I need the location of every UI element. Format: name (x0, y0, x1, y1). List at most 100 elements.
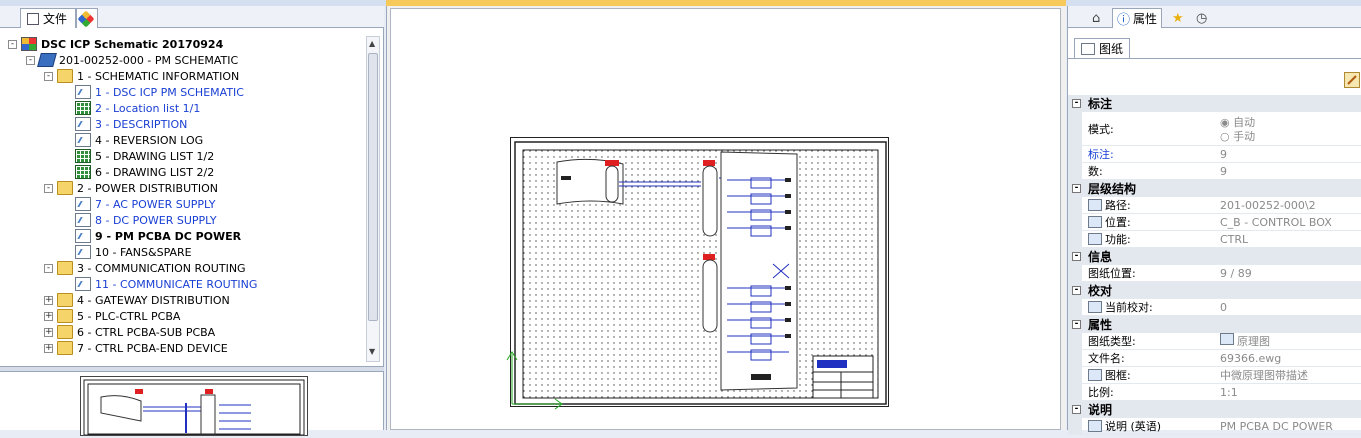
mode-manual-radio[interactable]: ○ 手动 (1220, 130, 1256, 143)
tree-scrollbar[interactable]: ▲ ▼ (366, 36, 380, 362)
folder-icon (57, 69, 73, 83)
tree-item[interactable]: +4 - GATEWAY DISTRIBUTION (44, 292, 230, 308)
collapse-toggle-icon[interactable]: - (44, 71, 53, 81)
property-value[interactable]: 原理图 (1220, 333, 1270, 349)
property-value[interactable]: 中微原理图带描述 (1220, 367, 1308, 383)
property-value[interactable]: 9 (1220, 148, 1227, 161)
property-key: 图框: (1088, 367, 1131, 383)
document-tab-strip[interactable] (386, 0, 1066, 6)
property-row[interactable]: 说明 (英语)PM PCBA DC POWER (1068, 418, 1361, 435)
row-gutter (1068, 384, 1082, 400)
property-section-header[interactable]: -标注 (1068, 95, 1361, 112)
property-value-text: 中微原理图带描述 (1220, 369, 1308, 382)
folder-icon (57, 309, 73, 323)
panel-splitter[interactable] (0, 366, 384, 372)
info-icon: ⓘ (1117, 13, 1131, 28)
property-row[interactable]: 文件名:69366.ewg (1068, 350, 1361, 367)
property-row[interactable]: 模式:◉ 自动○ 手动 (1068, 112, 1361, 146)
collapse-toggle-icon[interactable]: - (1072, 184, 1081, 193)
property-key-label: 路径: (1105, 199, 1131, 212)
tree-item[interactable]: 4 - REVERSION LOG (62, 132, 203, 148)
collapse-toggle-icon[interactable]: - (1072, 252, 1081, 261)
property-value[interactable]: C_B - CONTROL BOX (1220, 216, 1332, 229)
tab-star[interactable]: ★ (1168, 8, 1188, 28)
property-row[interactable]: 位置:C_B - CONTROL BOX (1068, 214, 1361, 231)
scroll-up-arrow[interactable]: ▲ (369, 39, 376, 48)
tree-item[interactable]: 5 - DRAWING LIST 1/2 (62, 148, 214, 164)
tab-home[interactable]: ⌂ (1088, 8, 1104, 28)
collapse-toggle-icon[interactable]: - (1072, 405, 1081, 414)
tree-item[interactable]: -3 - COMMUNICATION ROUTING (44, 260, 246, 276)
property-value[interactable]: 9 (1220, 165, 1227, 178)
property-row[interactable]: 功能:CTRL (1068, 231, 1361, 248)
edit-pencil-icon[interactable] (1344, 72, 1360, 88)
expand-toggle-icon[interactable]: + (44, 342, 53, 353)
tree-item-label: 7 - CTRL PCBA-END DEVICE (77, 341, 228, 355)
property-row[interactable]: 数:9 (1068, 163, 1361, 180)
tab-sheet[interactable]: 图纸 (1074, 38, 1131, 58)
tree-item[interactable]: +5 - PLC-CTRL PCBA (44, 308, 180, 324)
property-value[interactable]: 1:1 (1220, 386, 1238, 399)
tree-item[interactable]: 8 - DC POWER SUPPLY (62, 212, 217, 228)
tree-item[interactable]: 3 - DESCRIPTION (62, 116, 187, 132)
collapse-toggle-icon[interactable]: - (44, 183, 53, 193)
schematic-page-icon (75, 229, 91, 243)
tree-item[interactable]: 6 - DRAWING LIST 2/2 (62, 164, 214, 180)
page-thumbnail[interactable] (80, 376, 308, 436)
tree-item[interactable]: 10 - FANS&SPARE (62, 244, 192, 260)
property-value[interactable]: 0 (1220, 301, 1227, 314)
collapse-toggle-icon[interactable]: - (1072, 286, 1081, 295)
tree-item[interactable]: 2 - Location list 1/1 (62, 100, 200, 116)
property-row[interactable]: 图纸类型: 原理图 (1068, 333, 1361, 350)
property-section-header[interactable]: -校对 (1068, 282, 1361, 299)
row-gutter (1068, 333, 1082, 349)
tree-item[interactable]: +7 - CTRL PCBA-END DEVICE (44, 340, 228, 356)
property-row[interactable]: 当前校对:0 (1068, 299, 1361, 316)
property-section-header[interactable]: -信息 (1068, 248, 1361, 265)
collapse-toggle-icon[interactable]: - (26, 55, 35, 65)
row-gutter (1068, 146, 1082, 162)
tree-item[interactable]: -1 - SCHEMATIC INFORMATION (44, 68, 239, 84)
property-section-header[interactable]: -层级结构 (1068, 180, 1361, 197)
expand-toggle-icon[interactable]: + (44, 310, 53, 321)
tab-clock[interactable]: ◷ (1192, 8, 1211, 28)
property-row[interactable]: 比例: 1:1 (1068, 384, 1361, 401)
scroll-thumb[interactable] (368, 53, 378, 321)
property-value[interactable]: 201-00252-000\2 (1220, 199, 1316, 212)
property-value[interactable]: CTRL (1220, 233, 1248, 246)
property-row[interactable]: 图框: 中微原理图带描述 (1068, 367, 1361, 384)
collapse-toggle-icon[interactable]: - (1072, 320, 1081, 329)
tab-files[interactable]: 文件 (20, 8, 76, 28)
frame-icon (1088, 369, 1102, 381)
property-row[interactable]: 标注:9 (1068, 146, 1361, 163)
property-value[interactable]: PM PCBA DC POWER (1220, 420, 1333, 433)
tree-item[interactable]: 1 - DSC ICP PM SCHEMATIC (62, 84, 244, 100)
property-section-header[interactable]: -属性 (1068, 316, 1361, 333)
mode-auto-radio[interactable]: ◉ 自动 (1220, 116, 1256, 129)
expand-toggle-icon[interactable]: + (44, 294, 53, 305)
collapse-toggle-icon[interactable]: - (44, 263, 53, 273)
tree-item[interactable]: -201-00252-000 - PM SCHEMATIC (26, 52, 238, 68)
property-section-header[interactable]: -说明 (1068, 401, 1361, 418)
tab-components[interactable] (76, 8, 98, 28)
tab-sheet-label: 图纸 (1099, 42, 1124, 56)
tree-item-label: DSC ICP Schematic 20170924 (41, 37, 224, 51)
tree-item[interactable]: 11 - COMMUNICATE ROUTING (62, 276, 257, 292)
expand-toggle-icon[interactable]: + (44, 326, 53, 337)
tree-item[interactable]: - DSC ICP Schematic 20170924 (8, 36, 223, 52)
property-value[interactable]: 69366.ewg (1220, 352, 1281, 365)
tree-item[interactable]: 9 - PM PCBA DC POWER (62, 228, 241, 244)
tree-item[interactable]: +6 - CTRL PCBA-SUB PCBA (44, 324, 215, 340)
collapse-toggle-icon[interactable]: - (8, 39, 17, 49)
scroll-down-arrow[interactable]: ▼ (369, 347, 376, 356)
schematic-sheet[interactable] (510, 137, 889, 407)
tree-item[interactable]: -2 - POWER DISTRIBUTION (44, 180, 218, 196)
property-row[interactable]: 路径: 201-00252-000\2 (1068, 197, 1361, 214)
tree-item[interactable]: 7 - AC POWER SUPPLY (62, 196, 215, 212)
property-value[interactable]: 9 / 89 (1220, 267, 1252, 280)
property-key: 图纸类型: (1088, 333, 1136, 349)
property-key: 比例: (1088, 384, 1114, 400)
property-row[interactable]: 图纸位置:9 / 89 (1068, 265, 1361, 282)
collapse-toggle-icon[interactable]: - (1072, 99, 1081, 108)
